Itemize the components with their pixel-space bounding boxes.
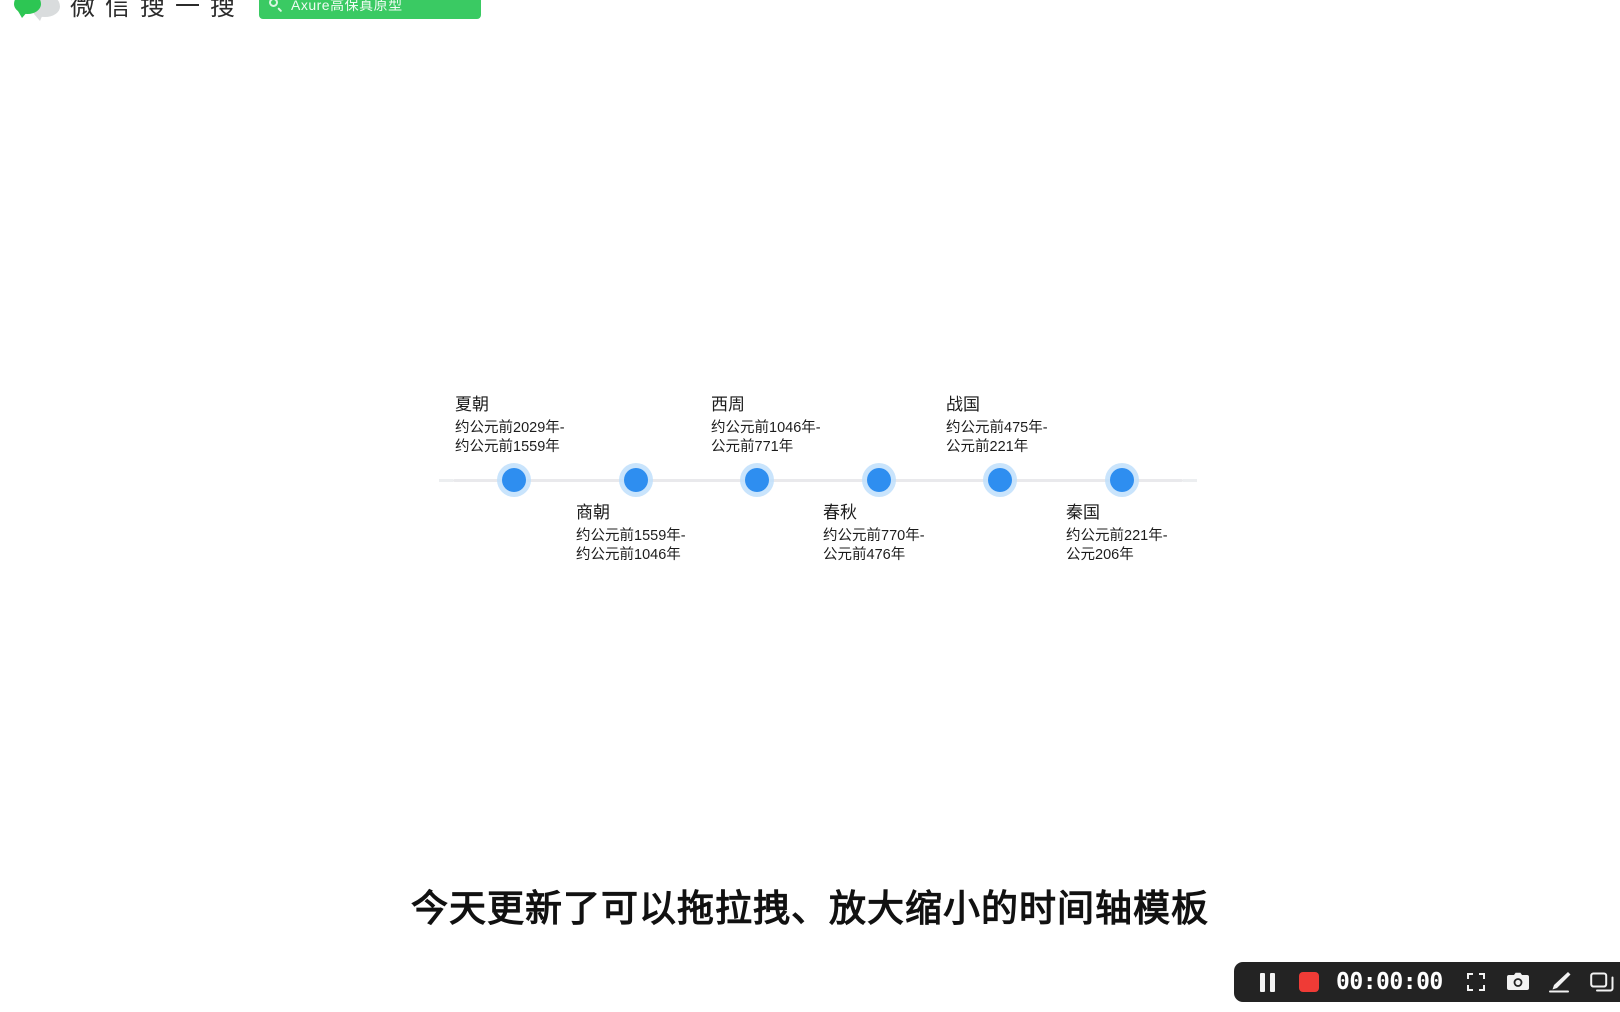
timeline-label[interactable]: 秦国 约公元前221年- 公元206年: [1066, 502, 1296, 565]
timeline-label[interactable]: 西周 约公元前1046年- 公元前771年: [711, 394, 941, 457]
timeline-label-range-line2: 公元前221年: [946, 439, 1029, 455]
timeline-label[interactable]: 商朝 约公元前1559年- 约公元前1046年: [576, 502, 806, 565]
timeline-label-range-line2: 公元前476年: [823, 547, 906, 563]
timeline-label-title: 春秋: [823, 503, 857, 522]
timeline-node-dot: [745, 468, 769, 492]
timeline-label-title: 商朝: [576, 503, 610, 522]
timeline-label-range-line1: 约公元前221年-: [1066, 528, 1168, 544]
timeline-label-range-line1: 约公元前2029年-: [455, 420, 565, 436]
timeline-label-range-line1: 约公元前770年-: [823, 528, 925, 544]
video-subtitle: 今天更新了可以拖拉拽、放大缩小的时间轴模板: [411, 888, 1209, 929]
stop-record-button[interactable]: [1288, 962, 1330, 1002]
timeline-label-range-line2: 约公元前1559年: [455, 439, 560, 455]
timeline-node-dot: [502, 468, 526, 492]
search-icon: [269, 0, 284, 13]
wechat-brand-label: 微信搜一搜: [70, 0, 246, 21]
timeline-node[interactable]: [983, 463, 1017, 497]
timeline-axis-line: [439, 479, 1197, 482]
timeline-label[interactable]: 春秋 约公元前770年- 公元前476年: [823, 502, 1053, 565]
wechat-search-input[interactable]: Axure高保真原型: [259, 0, 482, 19]
timeline-label-range-line2: 公元前771年: [711, 439, 794, 455]
timeline-label-range-line1: 约公元前1046年-: [711, 420, 821, 436]
timeline-node[interactable]: [1105, 463, 1139, 497]
stop-record-icon: [1299, 972, 1319, 992]
recording-timer: 00:00:00: [1336, 969, 1443, 995]
crop-shrink-icon: [1465, 971, 1487, 993]
timeline-node-dot: [867, 468, 891, 492]
timeline-label-title: 夏朝: [455, 395, 489, 414]
screenshot-button[interactable]: [1497, 962, 1539, 1002]
timeline-label-title: 西周: [711, 395, 745, 414]
wechat-search-banner: 微信搜一搜 Axure高保真原型: [0, 0, 482, 21]
timeline-label-title: 秦国: [1066, 503, 1100, 522]
timeline-node-dot: [988, 468, 1012, 492]
wechat-search-text: Axure高保真原型: [291, 0, 403, 13]
wechat-logo-icon: [14, 0, 60, 21]
pause-button[interactable]: [1246, 962, 1288, 1002]
screen-recorder-toolbar: 00:00:00: [1234, 962, 1620, 1002]
timeline-label[interactable]: 夏朝 约公元前2029年- 约公元前1559年: [455, 394, 685, 457]
window-icon: [1589, 971, 1614, 993]
camera-icon: [1506, 972, 1530, 992]
timeline-label-range-line2: 约公元前1046年: [576, 547, 681, 563]
window-select-button[interactable]: [1581, 962, 1620, 1002]
pen-annotate-icon: [1548, 971, 1572, 993]
crop-shrink-button[interactable]: [1455, 962, 1497, 1002]
timeline-node[interactable]: [740, 463, 774, 497]
timeline-node[interactable]: [619, 463, 653, 497]
timeline-label-range-line2: 公元206年: [1066, 547, 1134, 563]
pause-icon: [1259, 972, 1275, 992]
timeline-label-range-line1: 约公元前1559年-: [576, 528, 686, 544]
timeline-node[interactable]: [497, 463, 531, 497]
timeline-node-dot: [624, 468, 648, 492]
timeline-node[interactable]: [862, 463, 896, 497]
annotate-button[interactable]: [1539, 962, 1581, 1002]
timeline-label[interactable]: 战国 约公元前475年- 公元前221年: [946, 394, 1176, 457]
timeline-label-title: 战国: [946, 395, 980, 414]
timeline-label-range-line1: 约公元前475年-: [946, 420, 1048, 436]
timeline-node-dot: [1110, 468, 1134, 492]
